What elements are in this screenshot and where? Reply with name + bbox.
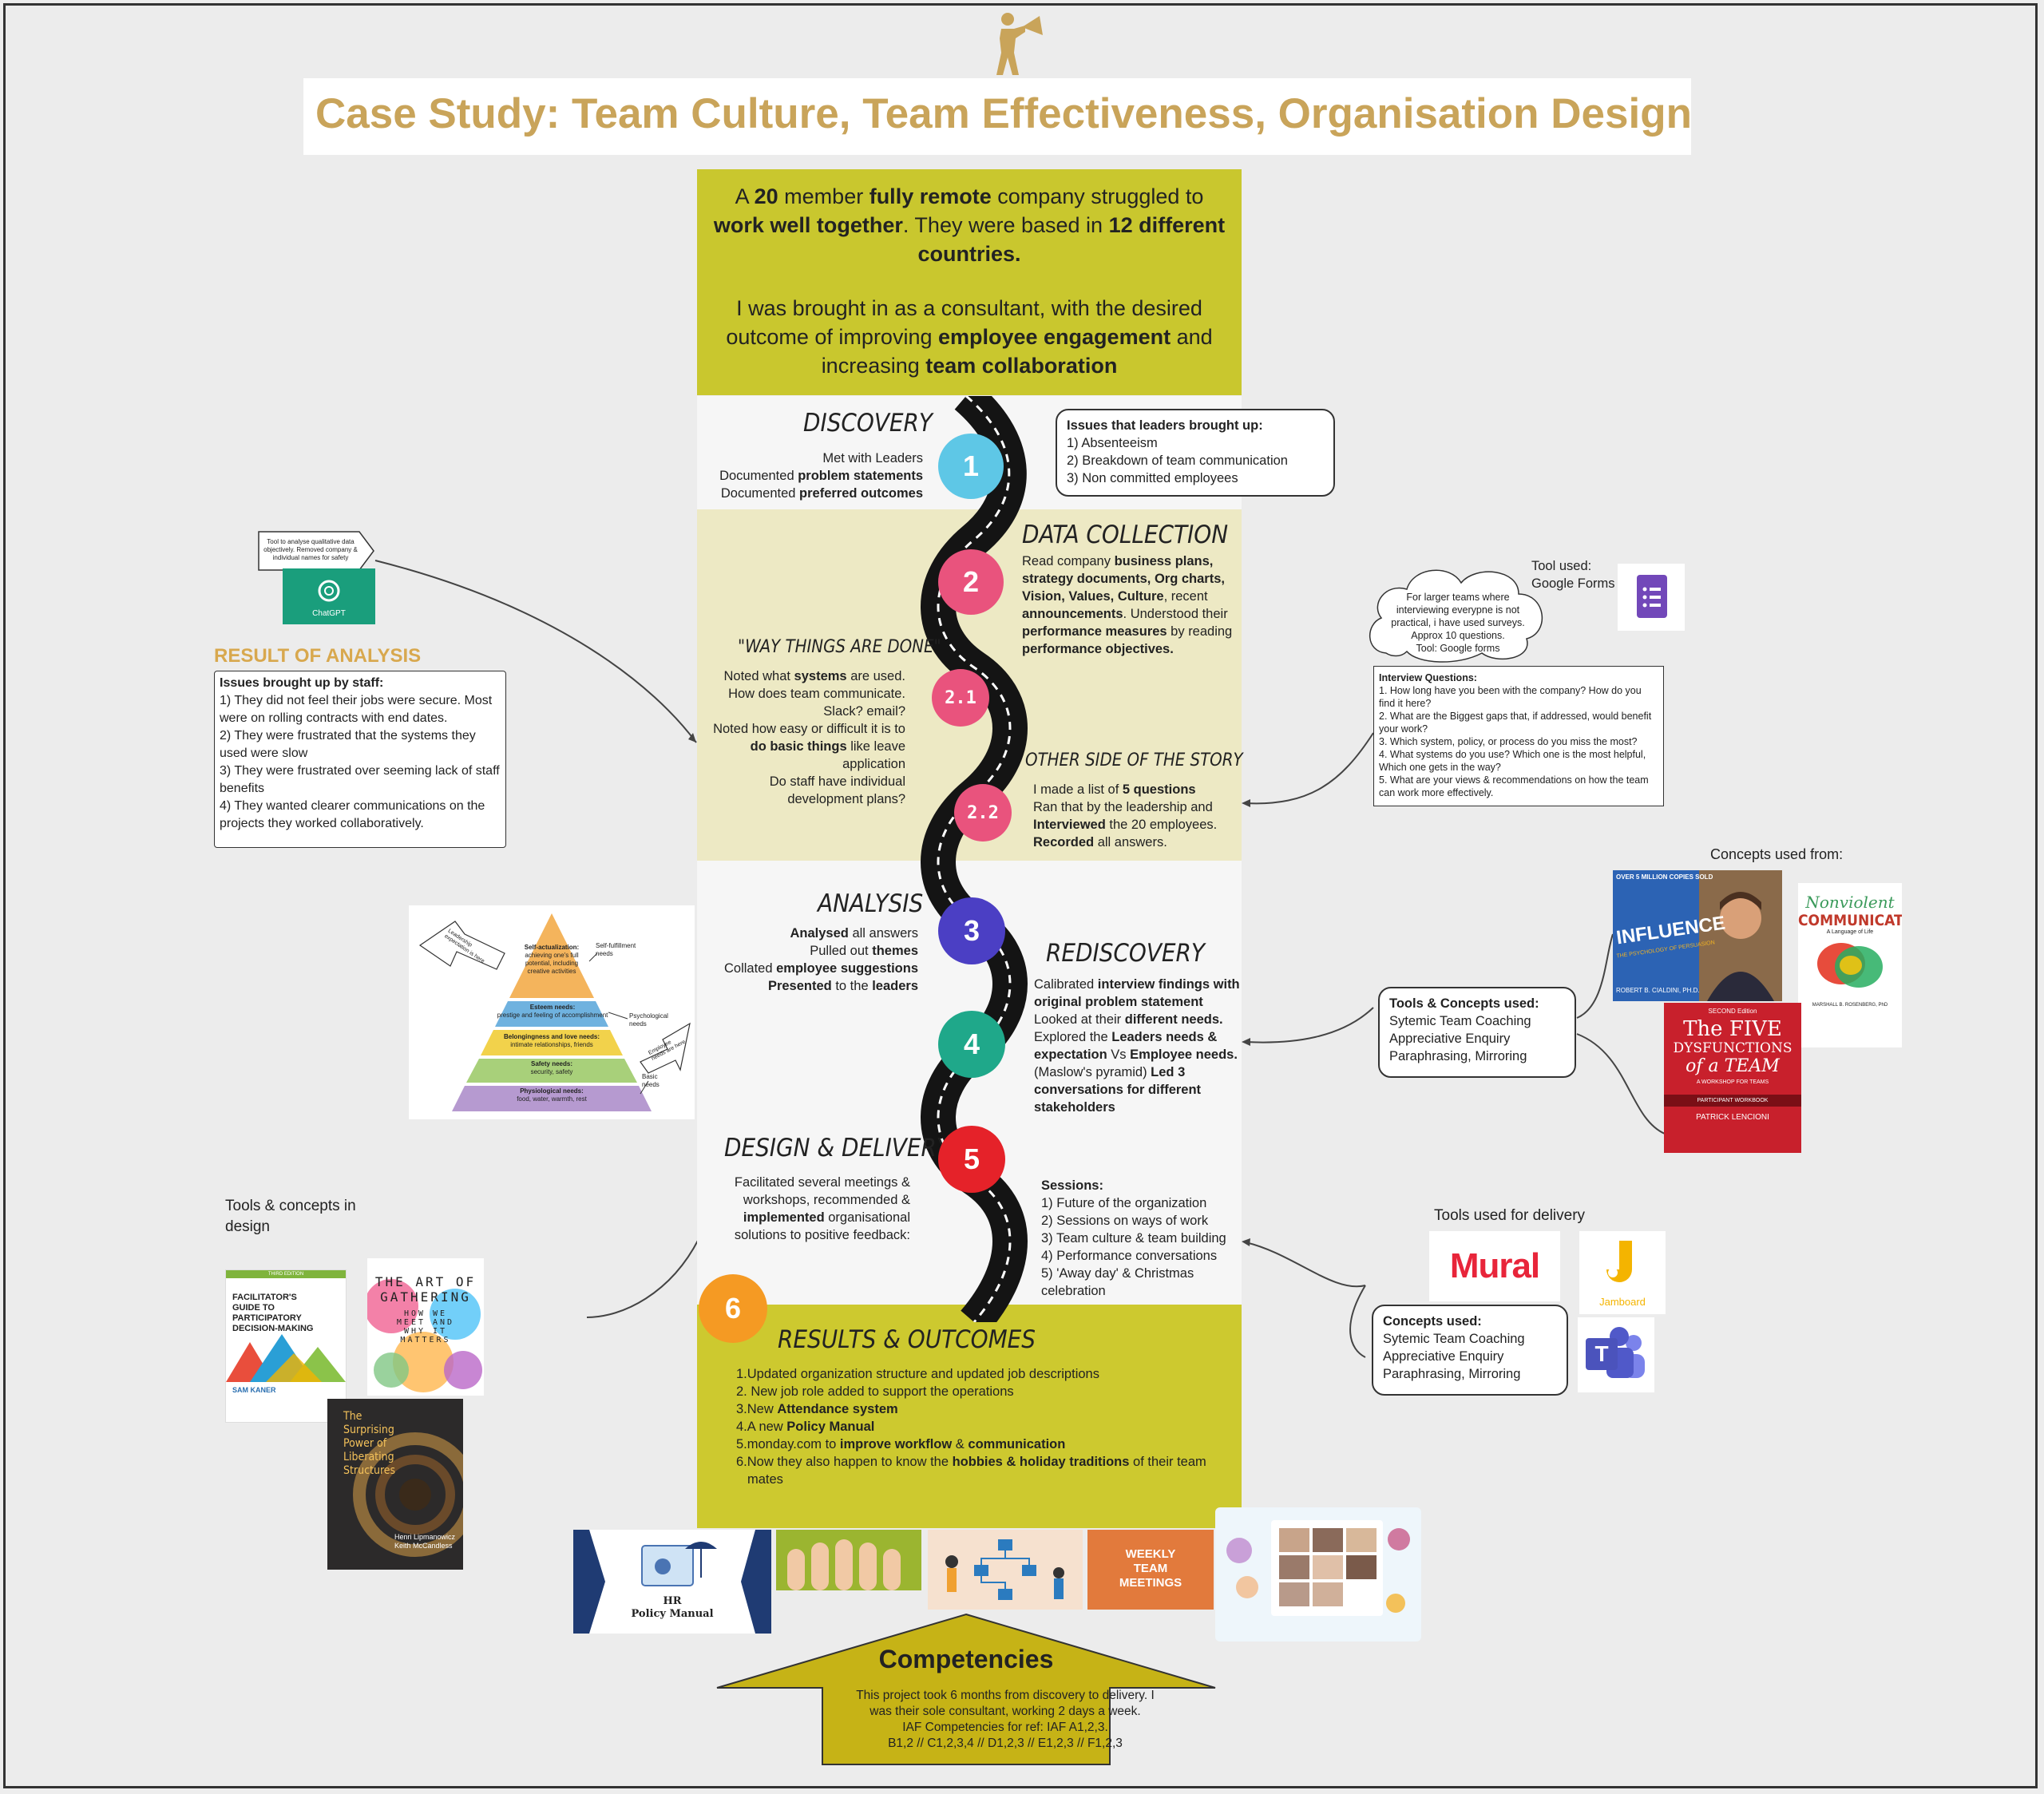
step-circle-6: 6 [699, 1274, 767, 1343]
result-analysis-title: RESULT OF ANALYSIS [214, 645, 422, 667]
maslow-side-3: Basic needs [642, 1073, 660, 1088]
chatgpt-icon [318, 580, 340, 602]
maslow-level-5: Physiological needs:food, water, warmth,… [517, 1087, 587, 1103]
google-forms-label: Tool used:Google Forms [1531, 559, 1615, 591]
band-results [697, 1305, 1242, 1528]
step-title-discovery: DISCOVERY [803, 409, 933, 438]
maslow-side-1: Self-fulfillment needs [596, 942, 636, 957]
step-circle-1: 1 [938, 434, 1004, 499]
google-forms-icon [1637, 575, 1667, 618]
maslow-level-1: Self-actualization: achieving one's full… [524, 944, 580, 975]
other-side-text: I made a list of 5 questions Ran that by… [1033, 782, 1218, 849]
tools-concepts-callout: Tools & Concepts used: Sytemic Team Coac… [1378, 987, 1576, 1078]
maslow-side-2: Psychological needs [629, 1012, 668, 1028]
book-art-of-gathering: THE ART OF GATHERING HOW WE MEET AND WHY… [367, 1258, 484, 1396]
spiral-staircase-graphic [353, 1432, 463, 1557]
survey-cloud-shape [1369, 569, 1543, 663]
step-title-way-things: "WAY THINGS ARE DONE" [738, 637, 941, 657]
jamboard-icon [1606, 1241, 1632, 1282]
step-title-design-delivery: DESIGN & DELIVERY [724, 1134, 950, 1162]
step-title-data-collection: DATA COLLECTION [1022, 521, 1229, 549]
title-background [303, 78, 1691, 155]
sessions-list: Sessions: 1) Future of the organization … [1041, 1178, 1226, 1298]
mountain-graphic [226, 1334, 346, 1382]
way-things-text: Noted what systems are used. How does te… [713, 669, 905, 806]
step-circle-5: 5 [938, 1126, 1005, 1193]
chatgpt-note-shape [258, 531, 374, 571]
hr-policy-graphic [573, 1530, 771, 1634]
step-circle-2: 2 [938, 549, 1004, 615]
chatgpt-logo: ChatGPT [283, 568, 375, 624]
results-list: 1.Updated organization structure and upd… [736, 1367, 1206, 1487]
google-forms-logo [1618, 564, 1685, 631]
teams-icon [1586, 1327, 1645, 1378]
paint-splash-graphic [367, 1279, 482, 1392]
step-circle-2-2: 2.2 [954, 784, 1012, 842]
author-photo-icon [1707, 892, 1774, 1001]
megaphone-person-icon [996, 13, 1043, 75]
step-title-results: RESULTS & OUTCOMES [778, 1325, 1036, 1354]
rediscovery-text: Calibrated interview findings with origi… [1034, 977, 1240, 1115]
maslow-level-2: Esteem needs:prestige and feeling of acc… [497, 1004, 608, 1019]
page-title: Case Study: Team Culture, Team Effective… [315, 90, 1692, 137]
jamboard-logo: Jamboard [1579, 1231, 1666, 1314]
competencies-text: This project took 6 months from discover… [856, 1689, 1155, 1750]
intro-box: A 20 member fully remote company struggl… [697, 169, 1242, 395]
competencies-arrow-shape [716, 1613, 1216, 1765]
teams-logo: T [1578, 1317, 1654, 1392]
book-nonviolent-communication: Nonviolent COMMUNICATION A Language of L… [1798, 883, 1902, 1047]
org-chart-image [928, 1530, 1083, 1610]
chatgpt-note: Tool to analyse qualitative data objecti… [263, 538, 358, 561]
step-circle-3: 3 [938, 897, 1005, 964]
maslow-level-4: Safety needs:security, safety [530, 1060, 573, 1075]
step-title-rediscovery: REDISCOVERY [1046, 939, 1205, 968]
step-circle-4: 4 [938, 1011, 1005, 1078]
maslow-pyramid: Self-actualization: achieving one's full… [409, 905, 695, 1119]
maslow-pyramid-graphic [418, 913, 691, 1111]
design-delivery-text: Facilitated several meetings & workshops… [734, 1175, 910, 1242]
mural-logo: Mural [1429, 1231, 1560, 1301]
concepts-from-label: Concepts used from: [1710, 846, 1844, 862]
data-collection-text: Read company business plans, strategy do… [1022, 554, 1233, 656]
speech-bubbles-icon [1817, 943, 1883, 988]
intro-paragraph-2: I was brought in as a consultant, with t… [726, 296, 1213, 378]
delivery-tools-label: Tools used for delivery [1434, 1207, 1586, 1224]
analysis-text: Analysed all answers Pulled out themes C… [723, 926, 918, 993]
intro-paragraph-1: A 20 member fully remote company struggl… [713, 184, 1226, 266]
concepts-used-callout: Concepts used: Sytemic Team Coaching App… [1372, 1305, 1568, 1396]
book-five-dysfunctions: SECOND Edition The FIVE DYSFUNCTIONS of … [1664, 1003, 1801, 1153]
interview-questions-box: Interview Questions: 1. How long have yo… [1373, 666, 1664, 806]
competencies-title: Competencies [878, 1645, 1054, 1673]
finger-faces-graphic [787, 1539, 901, 1590]
result-analysis-box: Issues brought up by staff: 1) They did … [214, 671, 506, 848]
step-title-analysis: ANALYSIS [818, 889, 924, 918]
finger-faces-image [776, 1530, 921, 1590]
video-call-image [1215, 1507, 1421, 1642]
gathering-title: THE ART OF GATHERING HOW WE MEET AND WHY… [374, 1274, 477, 1345]
step-circle-2-1: 2.1 [932, 669, 989, 727]
maslow-level-3: Belongingness and love needs:intimate re… [503, 1033, 600, 1048]
discovery-text: Met with Leaders Documented problem stat… [719, 451, 923, 501]
org-chart-graphic [945, 1539, 1064, 1600]
video-call-graphic [1226, 1520, 1410, 1616]
book-influence: OVER 5 MILLION COPIES SOLD INFLUENCE THE… [1613, 870, 1782, 1001]
step-title-other-side: OTHER SIDE OF THE STORY [1025, 750, 1243, 770]
leaders-issues-callout: Issues that leaders brought up: 1) Absen… [1056, 409, 1335, 497]
